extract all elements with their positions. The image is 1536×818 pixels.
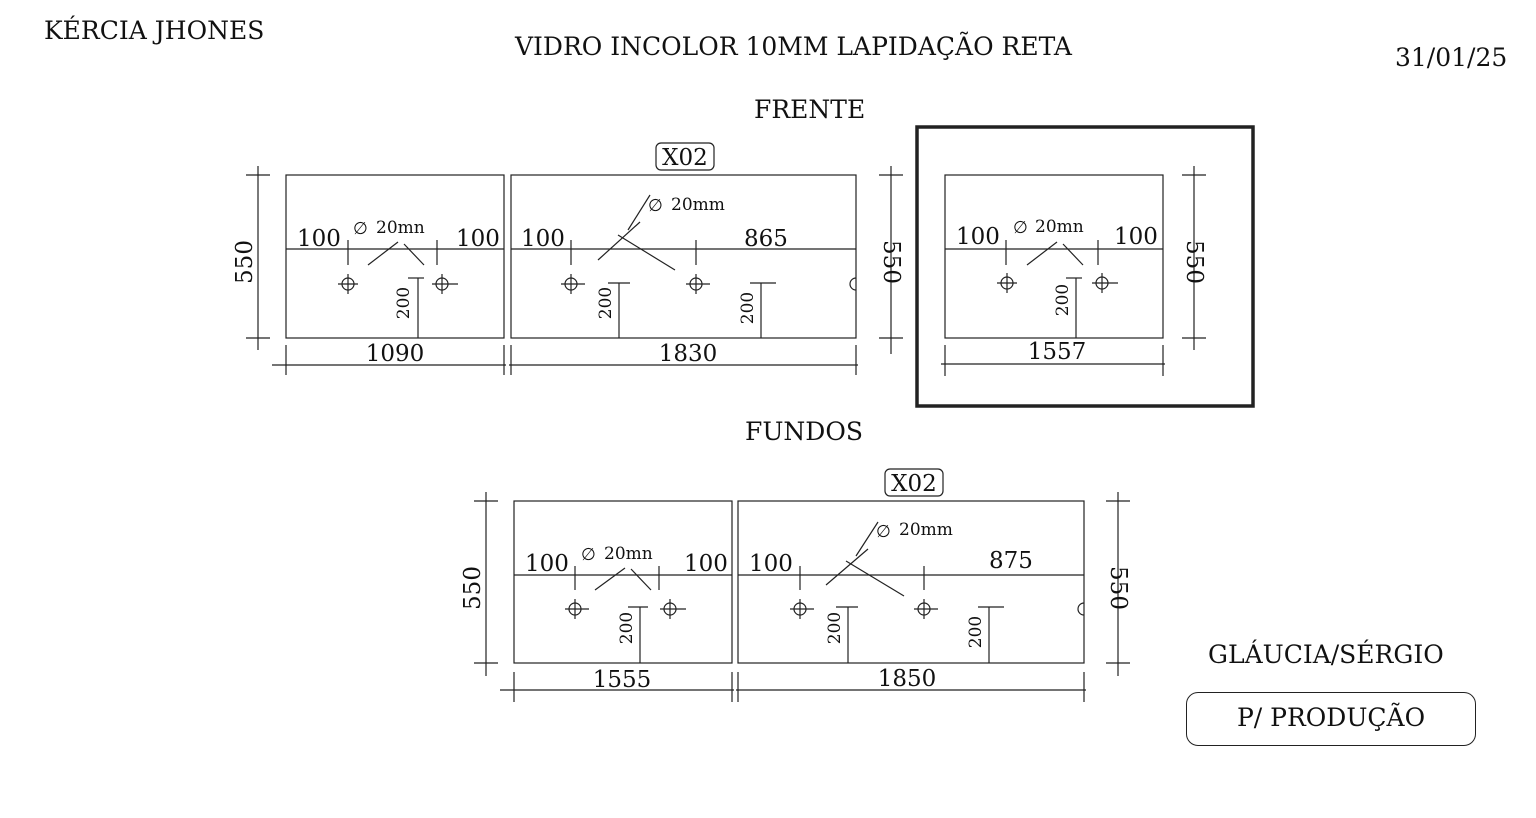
front-hole-offset-left: 100 [521, 226, 565, 252]
front-hole-diameter: ∅ [1013, 218, 1028, 238]
production-status-box: P/ PRODUÇÃO [1186, 692, 1476, 746]
front-distance-865: 865 [744, 226, 788, 252]
drawing-date: 31/01/25 [1395, 43, 1508, 72]
front-hole-offset-left: 100 [297, 226, 341, 252]
front-hole-offset-right: 100 [456, 226, 500, 252]
front-width-1830: 1830 [659, 341, 718, 367]
front-qty: X02 [662, 145, 708, 171]
back-hole-diameter-label: 20mm [899, 520, 953, 540]
front-height-right: 550 [878, 240, 904, 284]
back-panel-1555 [513, 500, 733, 664]
back-height-right: 550 [1105, 566, 1131, 610]
approver-names: GLÁUCIA/SÉRGIO [1208, 640, 1444, 669]
back-hole-depth: 200 [617, 612, 637, 644]
back-width-1555: 1555 [593, 667, 652, 693]
section-back-label: FUNDOS [745, 417, 863, 446]
back-width-1850: 1850 [878, 666, 937, 692]
client-name: KÉRCIA JHONES [44, 16, 265, 45]
back-hole-diameter-label: 20mn [604, 544, 653, 564]
front-hole-diameter-label: 20mn [376, 218, 425, 238]
front-panel-1090 [285, 174, 505, 339]
qty-badge [884, 468, 944, 497]
front-width-1557: 1557 [1028, 339, 1087, 365]
front-height-left: 550 [232, 240, 258, 284]
back-qty: X02 [891, 471, 937, 497]
section-front-label: FRENTE [754, 95, 866, 124]
back-hole-offset-left: 100 [749, 551, 793, 577]
front-height-highlight: 550 [1181, 240, 1207, 284]
back-panel-group: 550 100 100 ∅ 20mn 200 1555 [460, 468, 1131, 702]
qty-badge [655, 142, 715, 171]
front-hole-offset-right: 100 [1114, 224, 1158, 250]
front-hole-depth: 200 [394, 287, 414, 319]
front-hole-offset-left: 100 [956, 224, 1000, 250]
front-panel-1830 [510, 174, 857, 339]
front-hole-depth: 200 [738, 292, 758, 324]
front-width-1090: 1090 [366, 341, 425, 367]
back-panel-1850 [737, 500, 1085, 664]
back-hole-offset-right: 100 [684, 551, 728, 577]
highlight-frame [915, 125, 1255, 408]
back-hole-offset-left: 100 [525, 551, 569, 577]
front-panel-1557 [944, 174, 1164, 339]
back-hole-diameter: ∅ [876, 522, 891, 542]
front-hole-diameter-label: 20mn [1035, 217, 1084, 237]
drawing-title: VIDRO INCOLOR 10MM LAPIDAÇÃO RETA [515, 32, 1072, 61]
back-hole-depth: 200 [966, 616, 986, 648]
back-height-left: 550 [460, 566, 486, 610]
front-hole-depth: 200 [596, 287, 616, 319]
front-hole-diameter: ∅ [353, 219, 368, 239]
front-panel-group: 550 100 100 ∅ 20mn 200 1090 [232, 125, 1255, 408]
back-hole-depth: 200 [825, 612, 845, 644]
back-distance-875: 875 [989, 548, 1033, 574]
front-hole-depth: 200 [1053, 284, 1073, 316]
front-hole-diameter: ∅ [648, 196, 663, 216]
back-hole-diameter: ∅ [581, 545, 596, 565]
front-hole-diameter-label: 20mm [671, 195, 725, 215]
